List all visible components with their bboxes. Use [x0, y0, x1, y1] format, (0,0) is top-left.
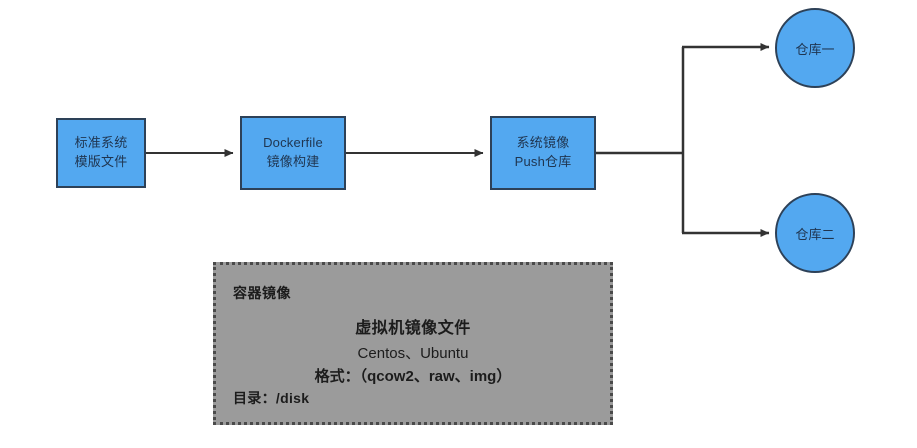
panel-body-line2: Centos、Ubuntu: [357, 344, 469, 362]
container-image-panel: 容器镜像 虚拟机镜像文件 Centos、Ubuntu 格式：（qcow2、raw…: [213, 262, 613, 425]
node-label: 仓库二: [795, 226, 835, 242]
node-label-line1: Dockerfile: [263, 135, 323, 151]
panel-body: 虚拟机镜像文件 Centos、Ubuntu 格式：（qcow2、raw、img）: [216, 317, 610, 388]
node-repository-one[interactable]: 仓库一: [775, 8, 855, 88]
node-label-line2: 模版文件: [74, 154, 128, 169]
node-system-image-push[interactable]: 系统镜像 Push仓库: [490, 116, 596, 190]
panel-body-line3: 格式：（qcow2、raw、img）: [314, 368, 512, 386]
panel-footer-directory: 目录：/disk: [233, 390, 310, 406]
node-label: 仓库一: [795, 41, 835, 57]
panel-title: 容器镜像: [233, 285, 291, 301]
node-label-line1: 系统镜像: [516, 135, 570, 151]
node-dockerfile-build[interactable]: Dockerfile 镜像构建: [240, 116, 346, 190]
node-repository-two[interactable]: 仓库二: [775, 193, 855, 273]
node-label-line2: 镜像构建: [266, 154, 320, 169]
node-standard-system-template[interactable]: 标准系统 模版文件: [56, 118, 146, 188]
node-label-line1: 标准系统: [74, 135, 128, 151]
node-label-line2: Push仓库: [514, 154, 572, 169]
panel-body-line1: 虚拟机镜像文件: [355, 320, 471, 337]
